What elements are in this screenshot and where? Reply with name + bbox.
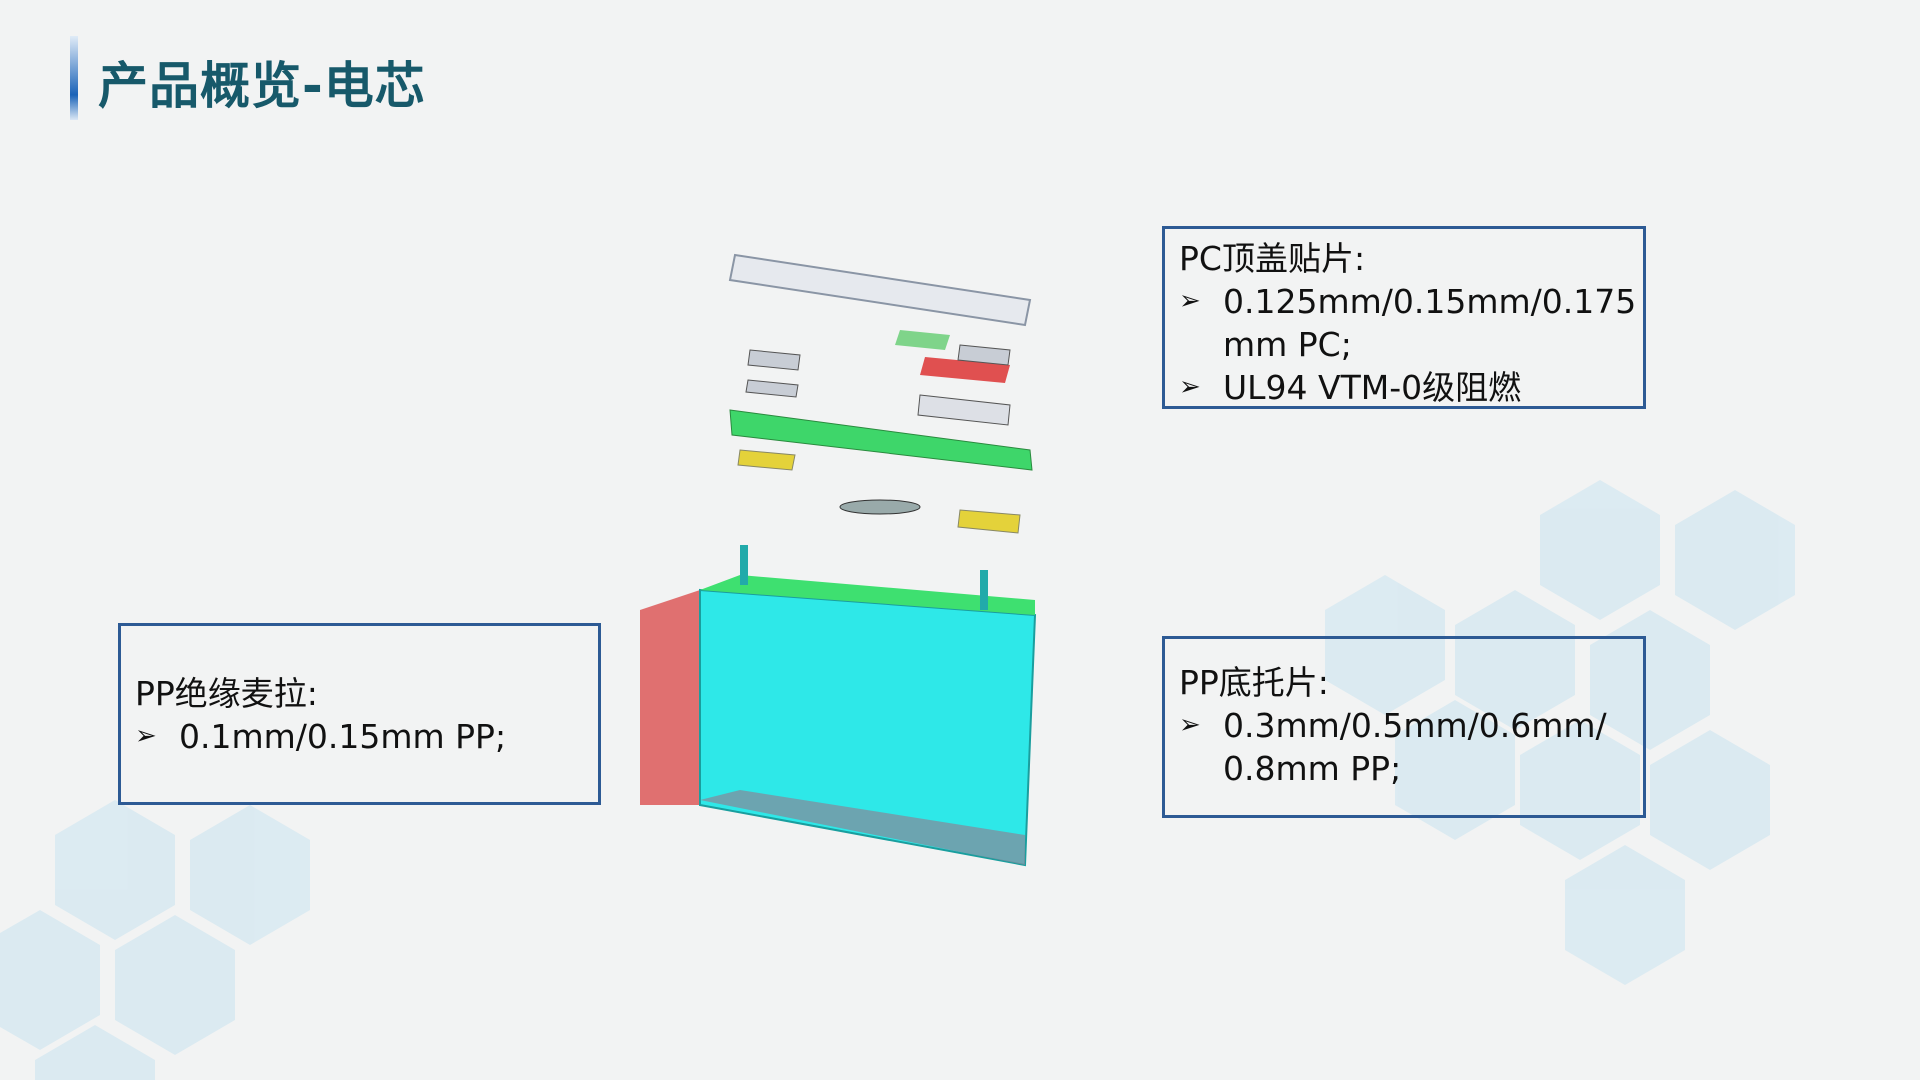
pp-bottom-tray-callout: PP底托片: ➢ 0.3mm/0.5mm/0.6mm/0.8mm PP; <box>1162 636 1646 818</box>
callout-bullet: 0.1mm/0.15mm PP; <box>179 717 507 756</box>
arrowhead-bullet-icon: ➢ <box>1179 286 1201 316</box>
arrowhead-bullet-icon: ➢ <box>1179 372 1201 402</box>
callout-bullet: 0.3mm/0.5mm/0.6mm/0.8mm PP; <box>1223 706 1607 788</box>
callout-heading: PP底托片: <box>1179 663 1329 702</box>
arrowhead-bullet-icon: ➢ <box>135 721 157 751</box>
pp-insulation-mylar-callout: PP绝缘麦拉: ➢ 0.1mm/0.15mm PP; <box>118 623 601 805</box>
callout-bullet: UL94 VTM-0级阻燃 <box>1223 368 1522 407</box>
arrowhead-bullet-icon: ➢ <box>1179 710 1201 740</box>
callout-bullet: 0.125mm/0.15mm/0.175 mm PC; <box>1223 282 1637 364</box>
pc-top-patch-callout: PC顶盖贴片: ➢ 0.125mm/0.15mm/0.175 mm PC; ➢ UL… <box>1162 226 1646 409</box>
battery-cell-exploded-diagram <box>640 253 1037 867</box>
title-accent-bar <box>70 36 78 120</box>
page-title: 产品概览-电芯 <box>98 57 426 115</box>
callout-heading: PC顶盖贴片: <box>1179 239 1366 278</box>
callout-heading: PP绝缘麦拉: <box>135 674 318 713</box>
